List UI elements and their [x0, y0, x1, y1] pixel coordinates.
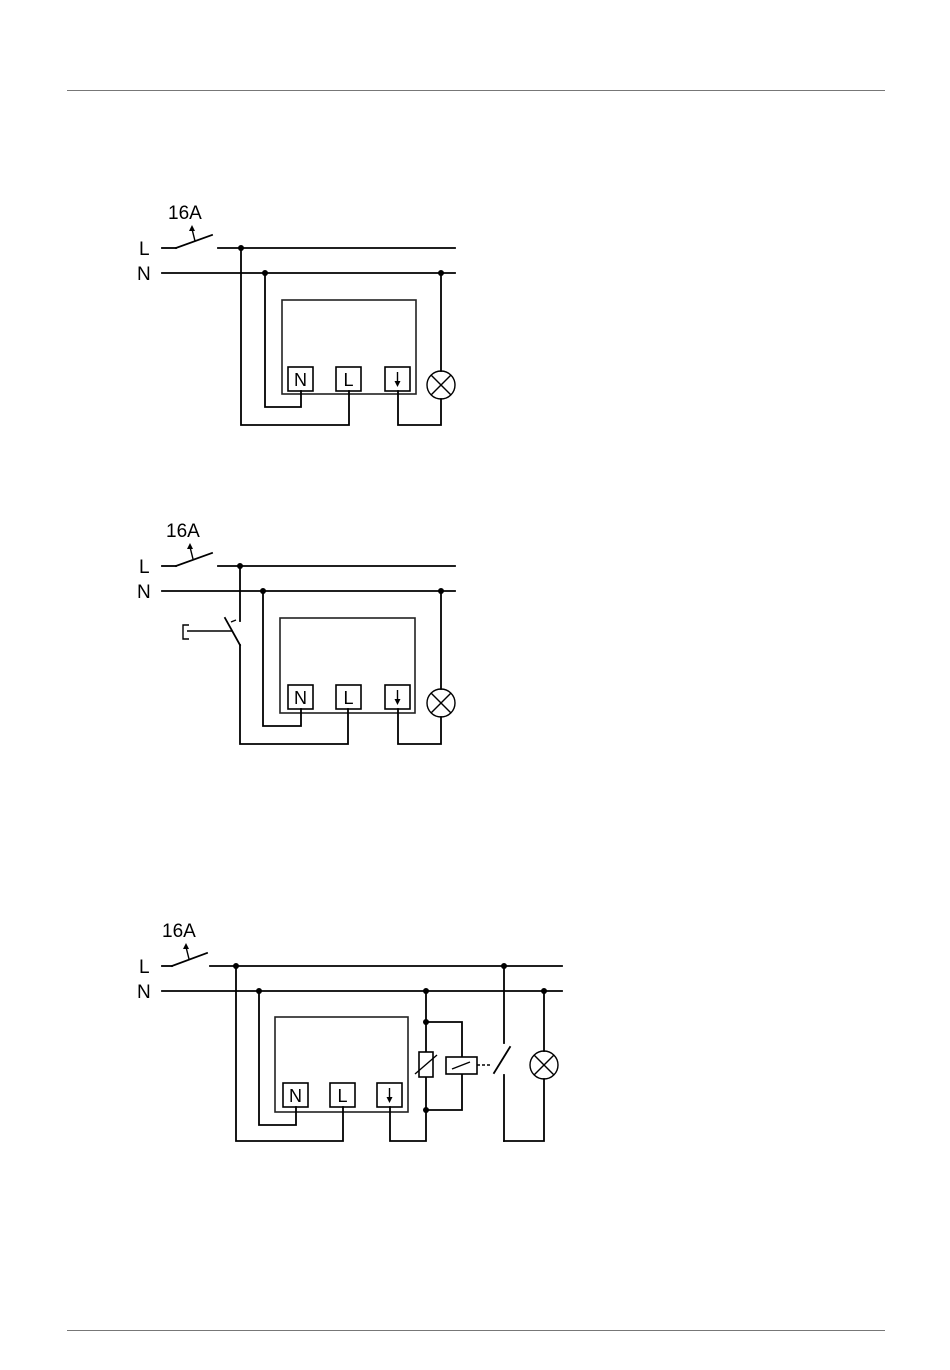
header-rule	[67, 90, 885, 91]
svg-text:L: L	[343, 688, 353, 708]
wiring-diagram-contactor: 16A L N N L	[0, 913, 600, 1163]
phase-label: L	[139, 239, 150, 260]
phase-label: L	[139, 957, 150, 978]
wiring-diagram-pushbutton: 16A L N N L	[0, 513, 600, 763]
circuit-breaker-icon	[162, 225, 212, 248]
terminal-l: L	[336, 367, 361, 391]
terminal-n: N	[288, 685, 313, 709]
neutral-label: N	[137, 264, 151, 285]
contact-icon	[494, 966, 510, 1141]
output-terminal-icon	[377, 1083, 402, 1107]
lamp-icon	[530, 1051, 558, 1079]
lamp-icon	[427, 689, 455, 717]
terminal-n: N	[288, 367, 313, 391]
svg-text:L: L	[337, 1086, 347, 1106]
svg-text:N: N	[294, 370, 307, 390]
terminal-l: L	[336, 685, 361, 709]
terminal-l: L	[330, 1083, 355, 1107]
neutral-label: N	[137, 582, 151, 603]
breaker-label: 16A	[166, 521, 200, 542]
neutral-label: N	[137, 982, 151, 1003]
circuit-breaker-icon	[162, 943, 207, 966]
wiring-diagram-direct: 16A L N N L	[0, 195, 600, 445]
svg-text:N: N	[289, 1086, 302, 1106]
lamp-icon	[427, 371, 455, 399]
svg-text:N: N	[294, 688, 307, 708]
terminal-n: N	[283, 1083, 308, 1107]
contactor-coil-icon	[415, 1019, 477, 1113]
footer-rule	[67, 1330, 885, 1331]
breaker-label: 16A	[168, 203, 202, 224]
phase-label: L	[139, 557, 150, 578]
circuit-breaker-icon	[162, 543, 212, 566]
svg-text:L: L	[343, 370, 353, 390]
pushbutton-icon	[183, 566, 240, 645]
breaker-label: 16A	[162, 921, 196, 942]
output-terminal-icon	[385, 685, 410, 709]
output-terminal-icon	[385, 367, 410, 391]
